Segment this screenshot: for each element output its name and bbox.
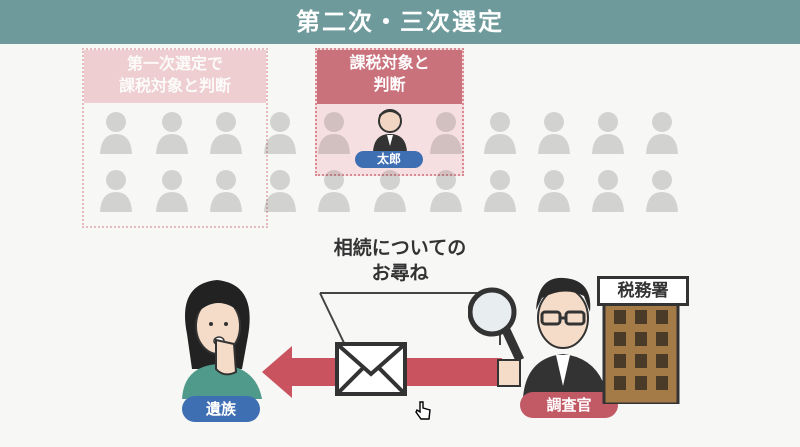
- person-icon: [318, 170, 350, 212]
- person-icon: [156, 170, 188, 212]
- person-icon: [430, 170, 462, 212]
- person-icon: [210, 112, 242, 154]
- inquiry-text: 相続についての お尋ね: [333, 237, 467, 284]
- second-selection-title: 課税対象と 判断: [317, 50, 462, 104]
- person-icon: [538, 170, 570, 212]
- person-icon: [538, 112, 570, 154]
- taro-name-tag: 太郎: [355, 151, 423, 168]
- person-icon: [592, 112, 624, 154]
- person-icon: [592, 170, 624, 212]
- building-icon: [602, 300, 680, 404]
- person-icon: [156, 112, 188, 154]
- person-icon: [264, 170, 296, 212]
- second-selection-panel: 課税対象と 判断: [315, 48, 464, 176]
- person-icon: [100, 112, 132, 154]
- hand-cursor-icon: [415, 401, 431, 420]
- first-selection-title: 第一次選定で 課税対象と判断: [84, 50, 266, 103]
- person-icon: [430, 112, 462, 154]
- taro-avatar-icon: [373, 109, 407, 152]
- envelope-icon: [335, 342, 407, 396]
- person-icon: [646, 170, 678, 212]
- person-icon: [210, 170, 242, 212]
- heir-label: 遺族: [182, 396, 260, 422]
- person-icon: [484, 112, 516, 154]
- person-icon: [318, 112, 350, 154]
- person-icon: [374, 170, 406, 212]
- investigator-label: 調査官: [520, 392, 618, 418]
- heir-person-icon: [182, 280, 262, 399]
- investigator-person-icon: [468, 277, 608, 398]
- person-icon: [646, 112, 678, 154]
- first-selection-panel: 第一次選定で 課税対象と判断: [82, 48, 268, 228]
- person-icon: [100, 170, 132, 212]
- tax-office-label: 税務署: [597, 276, 689, 306]
- person-icon: [484, 170, 516, 212]
- person-icon: [264, 112, 296, 154]
- page-title: 第二次・三次選定: [0, 0, 800, 44]
